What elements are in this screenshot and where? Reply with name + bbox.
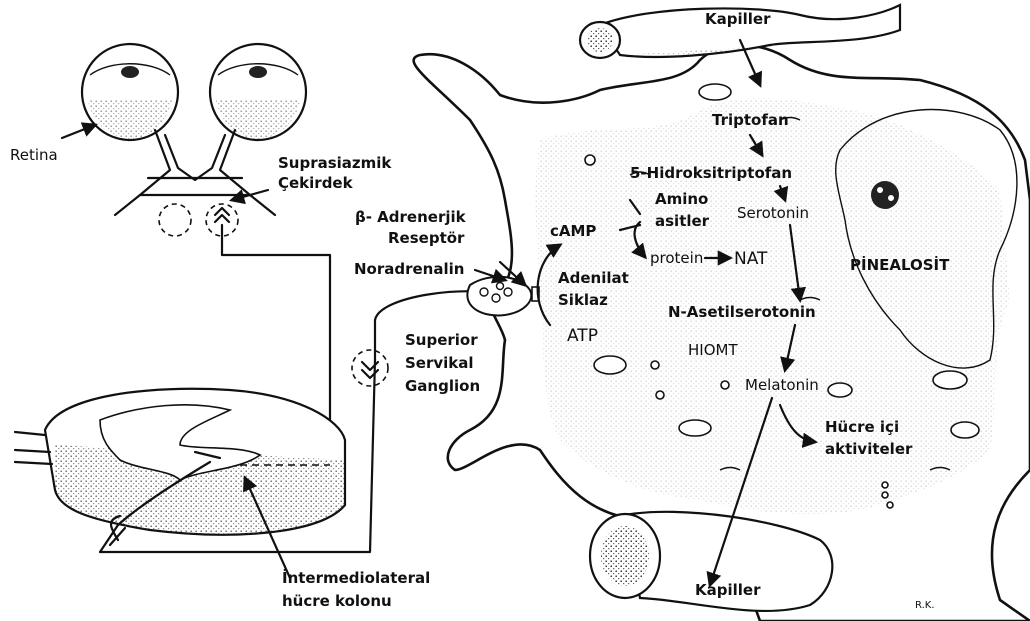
label-serotonin: Serotonin	[737, 204, 809, 222]
label-beta-receptor-1: β- Adrenerjik	[355, 208, 467, 226]
label-amino-2: asitler	[655, 212, 710, 230]
label-intermediolateral-2: hücre kolonu	[282, 592, 392, 610]
label-protein: protein	[650, 249, 703, 267]
superior-cervical-ganglion	[352, 350, 388, 386]
label-amino-1: Amino	[655, 190, 708, 208]
label-hiomt: HIOMT	[688, 341, 738, 359]
label-suprachiasmatic-1: Suprasiazmik	[278, 154, 392, 172]
mitochondrion	[828, 383, 852, 397]
label-hydroxytryptophan: 5-Hidroksitriptofan	[630, 164, 792, 182]
label-superior-1: Superior	[405, 331, 478, 349]
nucleolus	[871, 181, 899, 209]
label-triptofan: Triptofan	[712, 111, 789, 129]
label-adenilat-2: Siklaz	[558, 291, 608, 309]
suprachiasmatic-nucleus-left	[159, 204, 191, 236]
label-hucre-1: Hücre içi	[825, 418, 899, 436]
label-melatonin: Melatonin	[745, 376, 819, 394]
label-superior-2: Servikal	[405, 354, 474, 372]
label-hucre-2: aktiviteler	[825, 440, 913, 458]
label-intermediolateral-1: İntermediolateral	[282, 568, 430, 587]
label-signature: R.K.	[915, 600, 935, 611]
label-n-acetylserotonin: N-Asetilserotonin	[668, 303, 816, 321]
mitochondrion	[679, 420, 711, 436]
label-retina: Retina	[10, 146, 58, 164]
label-atp: ATP	[567, 326, 598, 346]
label-suprachiasmatic-2: Çekirdek	[278, 174, 354, 192]
label-nat: NAT	[734, 249, 768, 269]
label-adenilat-1: Adenilat	[558, 269, 629, 287]
label-kapiller-top: Kapiller	[705, 10, 771, 28]
label-noradrenalin: Noradrenalin	[354, 260, 464, 278]
label-kapiller-bottom: Kapiller	[695, 581, 761, 599]
label-camp: cAMP	[550, 222, 596, 240]
mitochondrion	[951, 422, 979, 438]
mitochondrion	[933, 371, 967, 389]
mitochondrion	[699, 84, 731, 100]
mitochondrion	[594, 356, 626, 374]
label-beta-receptor-2: Reseptör	[388, 229, 465, 247]
label-pinealosit: PİNEALOSİT	[850, 255, 950, 274]
label-superior-3: Ganglion	[405, 377, 480, 395]
eyes	[82, 44, 306, 140]
